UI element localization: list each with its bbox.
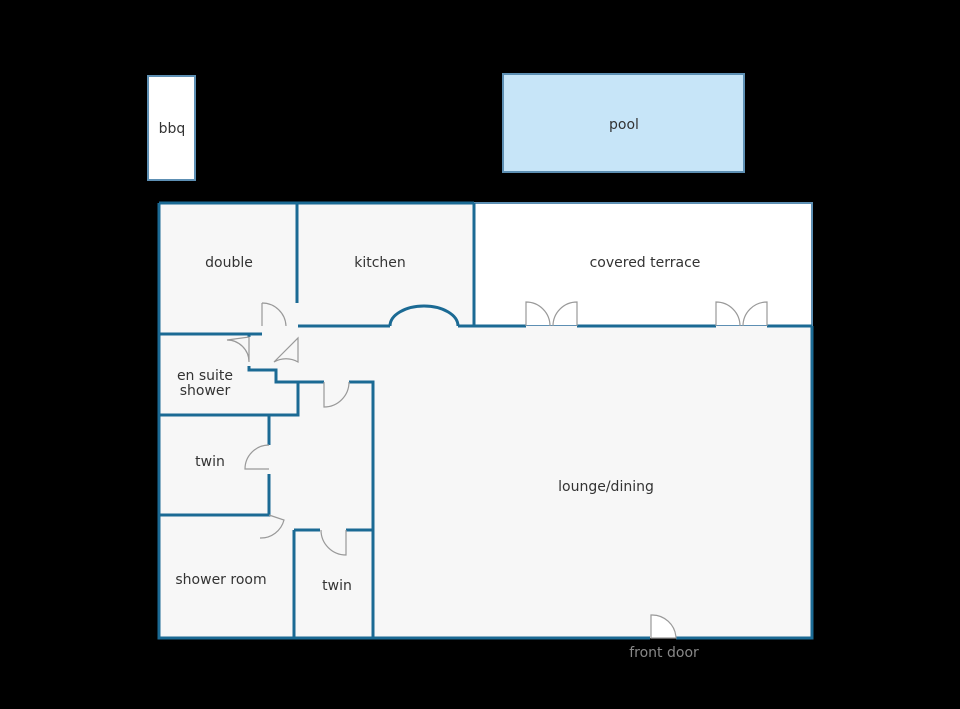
covered-terrace-label: covered terrace <box>590 255 701 271</box>
en-suite-label-line1: en suite <box>177 368 233 384</box>
hall-door-icon <box>273 336 299 364</box>
twin-lower-door-icon <box>320 529 347 556</box>
en-suite-door-icon <box>226 336 250 363</box>
terrace-door-left-icon <box>525 301 578 327</box>
twin-upper-label: twin <box>195 454 225 470</box>
pool-label: pool <box>609 117 639 133</box>
room-labels: double kitchen en suite shower twin loun… <box>175 255 699 661</box>
doors <box>226 301 768 639</box>
bbq-area: bbq <box>147 75 196 181</box>
twin-lower-label: twin <box>322 578 352 594</box>
pool-area: pool <box>502 73 745 173</box>
double-door-icon <box>261 302 287 327</box>
double-label: double <box>205 255 253 271</box>
twin-upper-door-icon <box>244 444 270 470</box>
shower-room-door-icon <box>259 514 285 539</box>
shower-room-label: shower room <box>175 572 266 588</box>
hall-lounge-door-icon <box>323 381 350 408</box>
bbq-label: bbq <box>159 121 186 137</box>
kitchen-archway-icon <box>388 304 460 327</box>
front-door-label: front door <box>629 645 699 661</box>
walls <box>157 201 814 640</box>
covered-terrace: covered terrace <box>473 202 813 327</box>
lounge-dining-label: lounge/dining <box>558 479 654 495</box>
front-door-icon <box>650 614 677 639</box>
kitchen-label: kitchen <box>354 255 406 271</box>
terrace-door-right-icon <box>715 301 768 327</box>
en-suite-label-line2: shower <box>180 383 231 399</box>
